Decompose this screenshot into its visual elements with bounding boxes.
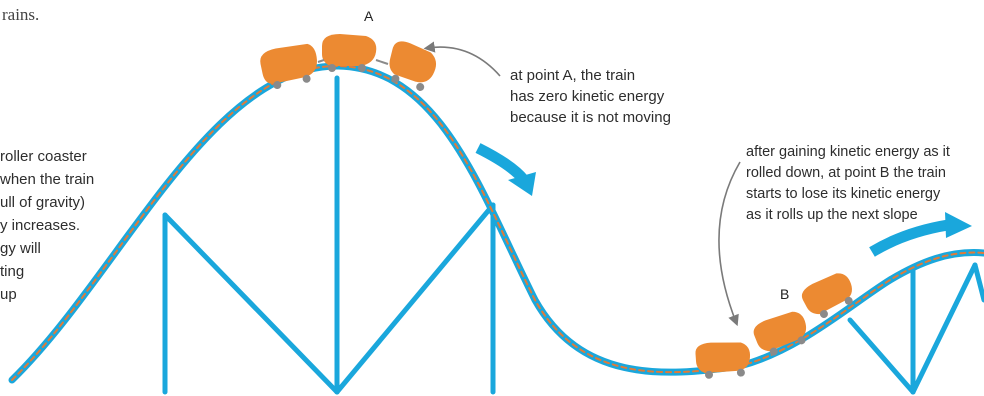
motion-arrow-down	[478, 148, 536, 196]
callout-b-line: rolled down, at point B the train	[746, 163, 950, 184]
side-text-line: when the train	[0, 169, 94, 190]
callout-b-text: after gaining kinetic energy as it rolle…	[746, 142, 950, 226]
side-text-line: y increases.	[0, 215, 80, 236]
callout-arrow-b	[719, 162, 740, 322]
callout-b-line: after gaining kinetic energy as it	[746, 142, 950, 163]
train-at-b	[695, 268, 860, 380]
train-car-b-right	[798, 268, 859, 323]
side-explanation-text: roller coaster when the train ull of gra…	[0, 146, 160, 326]
support-beam-far-2	[913, 265, 975, 392]
side-text-line: gy will	[0, 238, 41, 259]
point-a-label: A	[364, 8, 373, 24]
callout-b-line: starts to lose its kinetic energy	[746, 184, 950, 205]
point-b-label: B	[780, 286, 789, 302]
support-beam-far-1	[850, 320, 913, 392]
support-beam-right	[337, 205, 493, 392]
train-at-a	[258, 34, 440, 93]
callout-a-line: at point A, the train	[510, 65, 671, 86]
callout-a-text: at point A, the train has zero kinetic e…	[510, 65, 671, 128]
side-text-line: ull of gravity)	[0, 192, 85, 213]
side-text-line: roller coaster	[0, 146, 87, 167]
side-text-line: ting	[0, 261, 24, 282]
callout-arrow-a	[428, 47, 500, 76]
callout-a-line: because it is not moving	[510, 107, 671, 128]
support-beam-far-3	[975, 265, 984, 300]
side-text-line: up	[0, 284, 17, 305]
callout-a-line: has zero kinetic energy	[510, 86, 671, 107]
callout-b-line: as it rolls up the next slope	[746, 205, 950, 226]
intro-text-fragment: rains.	[2, 4, 39, 25]
support-beam-left	[165, 215, 337, 392]
